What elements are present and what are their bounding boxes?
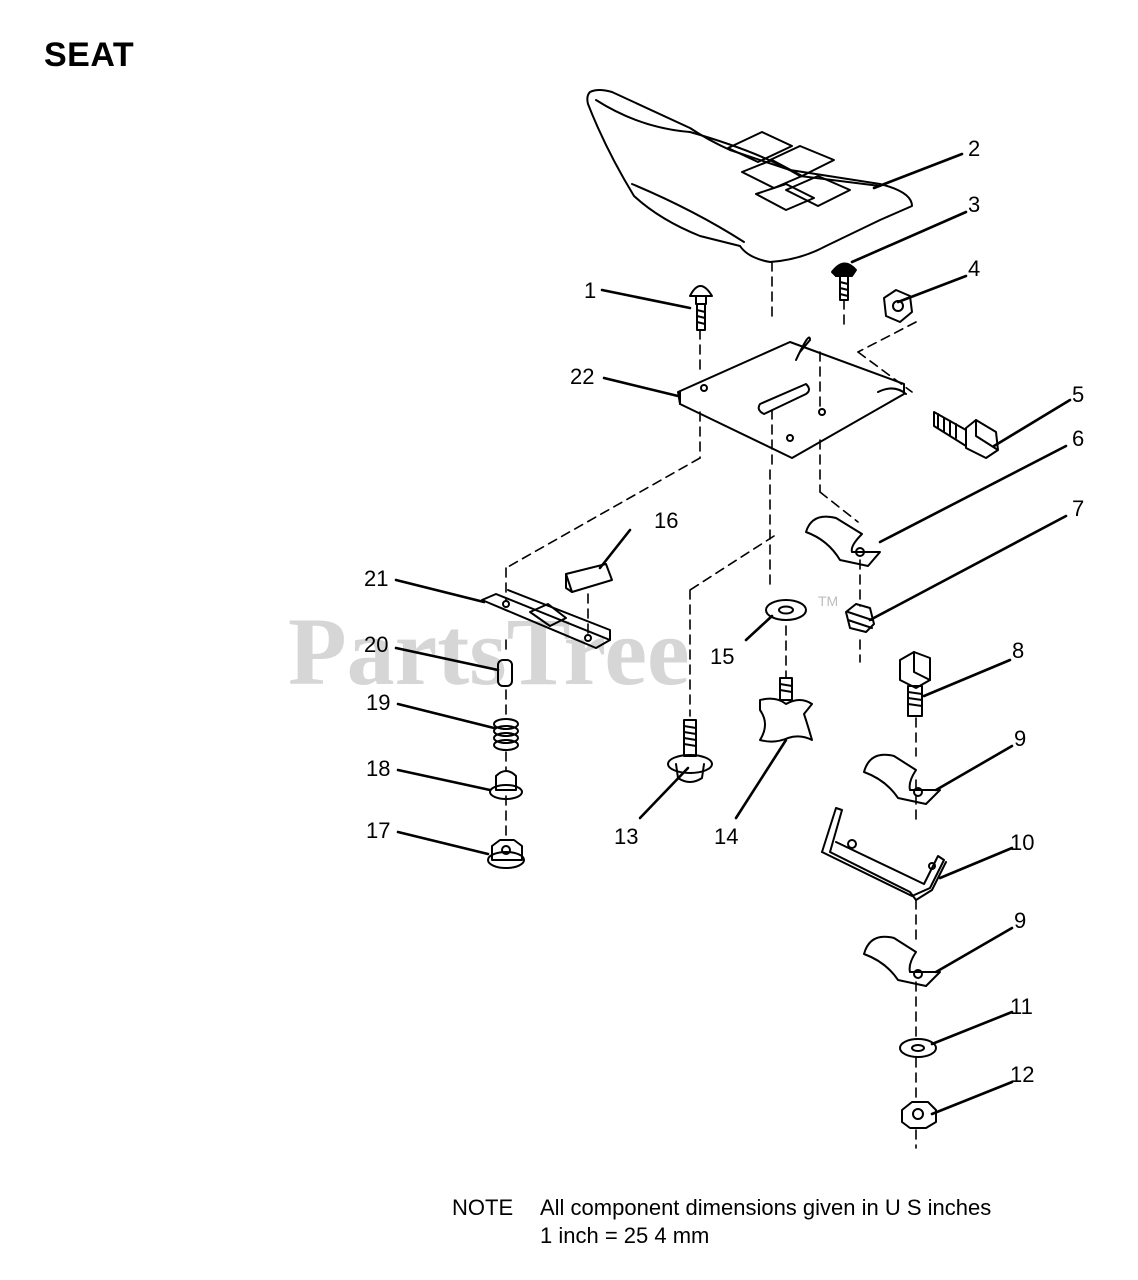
block-part-16 bbox=[565, 563, 613, 593]
seat-part-2 bbox=[586, 89, 913, 263]
callout-11: 11 bbox=[1010, 994, 1033, 1019]
latch-plate-part-21 bbox=[481, 589, 611, 649]
clamp-part-6 bbox=[805, 515, 881, 567]
shoulder-bolt-part-13 bbox=[667, 719, 713, 783]
note-line-2: 1 inch = 25 4 mm bbox=[540, 1223, 710, 1248]
watermark-tm: TM bbox=[818, 593, 838, 609]
callout-3: 3 bbox=[968, 192, 980, 217]
callout-18: 18 bbox=[366, 756, 390, 781]
washer-part-15 bbox=[765, 599, 807, 621]
bushing-part-18 bbox=[489, 770, 523, 800]
callout-labels: 1 2 3 4 5 6 7 8 9 10 9 11 12 13 14 15 16… bbox=[364, 136, 1084, 1087]
mounting-bracket-part-10 bbox=[821, 807, 947, 901]
callout-4: 4 bbox=[968, 256, 980, 281]
clamp-part-9-lower bbox=[863, 935, 941, 987]
pin-part-20 bbox=[497, 659, 513, 687]
callout-13: 13 bbox=[614, 824, 638, 849]
seat-bracket-part-22 bbox=[677, 336, 907, 459]
callout-8: 8 bbox=[1012, 638, 1024, 663]
carriage-bolt-part-1 bbox=[689, 285, 713, 331]
callout-2: 2 bbox=[968, 136, 980, 161]
callout-15: 15 bbox=[710, 644, 734, 669]
callout-7: 7 bbox=[1072, 496, 1084, 521]
spring-part-19 bbox=[493, 718, 519, 751]
star-knob-part-14 bbox=[759, 677, 813, 743]
clamp-part-9-upper bbox=[863, 753, 941, 805]
carriage-bolt-part-3 bbox=[831, 262, 857, 301]
watermark: PartsTree bbox=[288, 598, 690, 705]
callout-20: 20 bbox=[364, 632, 388, 657]
callout-6: 6 bbox=[1072, 426, 1084, 451]
note-line-1: All component dimensions given in U S in… bbox=[540, 1195, 992, 1220]
nut-part-7 bbox=[845, 603, 875, 633]
callout-17: 17 bbox=[366, 818, 390, 843]
callout-10: 10 bbox=[1010, 830, 1034, 855]
callout-22: 22 bbox=[570, 364, 594, 389]
note-label: NOTE bbox=[452, 1195, 514, 1220]
callout-19: 19 bbox=[366, 690, 390, 715]
callout-12: 12 bbox=[1010, 1062, 1034, 1087]
callout-21: 21 bbox=[364, 566, 388, 591]
hex-nut-part-4 bbox=[883, 289, 913, 323]
callout-9-upper: 9 bbox=[1014, 726, 1026, 751]
callout-9-lower: 9 bbox=[1014, 908, 1026, 933]
callout-1: 1 bbox=[584, 278, 596, 303]
page-title: SEAT bbox=[44, 36, 135, 74]
leader-lines bbox=[394, 152, 1072, 1116]
callout-14: 14 bbox=[714, 824, 738, 849]
callout-5: 5 bbox=[1072, 382, 1084, 407]
hex-bolt-part-5 bbox=[933, 411, 999, 459]
dimension-note: NOTE All component dimensions given in U … bbox=[452, 1194, 991, 1250]
assembly-guide-lines bbox=[505, 261, 917, 1149]
flange-nut-part-17 bbox=[487, 839, 525, 869]
washer-part-11 bbox=[899, 1038, 937, 1058]
hex-nut-part-12 bbox=[901, 1101, 937, 1129]
callout-16: 16 bbox=[654, 508, 678, 533]
hex-bolt-part-8 bbox=[899, 651, 931, 717]
